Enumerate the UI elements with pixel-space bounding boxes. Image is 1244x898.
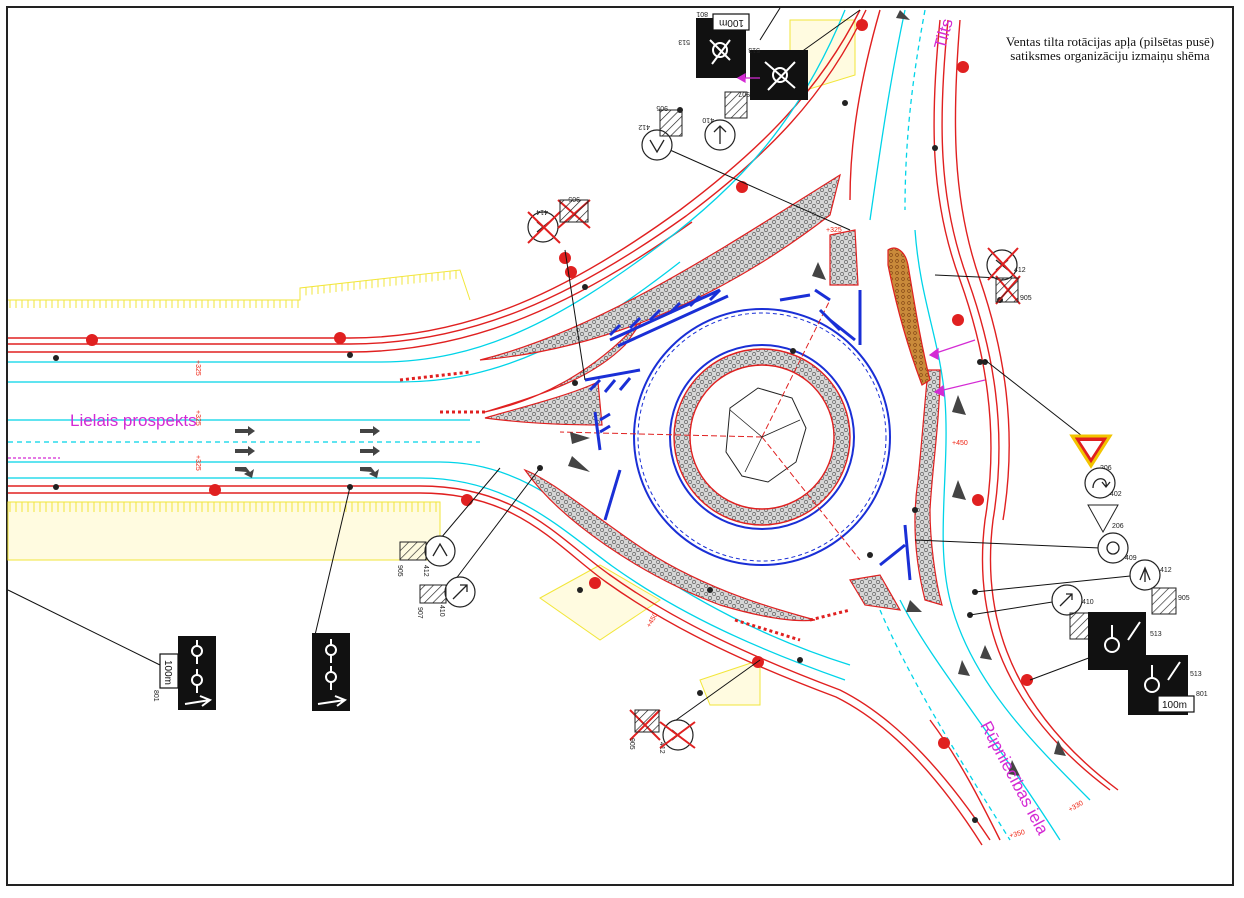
sign-code-410-c: 410 <box>702 116 714 123</box>
chainage-south: +450 <box>646 612 660 629</box>
give-way-sign-plain: 206 <box>1087 504 1124 534</box>
give-way-sign: 206 <box>1069 434 1113 472</box>
sign-post-dot <box>972 817 978 823</box>
sign-post-dot <box>842 100 848 106</box>
distance-plate-north: 100m <box>719 17 744 28</box>
sign-code-905-a: 905 <box>396 565 403 577</box>
circular-sign-codes: 402 409 412 410 412 410 412 410 414 412 … <box>422 116 1172 754</box>
sign-code-513-b: 513 <box>748 46 760 53</box>
callout-dot <box>952 314 964 326</box>
chainage-west-2: +325 <box>194 410 201 426</box>
sign-code-412-d: 412 <box>1014 267 1026 274</box>
sign-code-412-b: 412 <box>422 565 429 577</box>
sign-code-206-b: 206 <box>1112 523 1124 530</box>
sign-post-dot <box>572 380 578 386</box>
sign-code-409: 409 <box>1125 555 1137 562</box>
sign-code-412-c: 412 <box>638 123 650 130</box>
sign-code-412-a: 412 <box>1160 567 1172 574</box>
callout-dot <box>972 494 984 506</box>
callout-dot <box>559 252 571 264</box>
magenta-pointers <box>736 72 986 397</box>
chevron-edges <box>399 370 851 642</box>
chainage-west: +325 <box>194 360 201 376</box>
sign-post-dot <box>912 507 918 513</box>
sign-post-dot <box>697 690 703 696</box>
sign-code-513-a: 513 <box>678 38 690 45</box>
sign-post-dot <box>790 348 796 354</box>
sign-code-801-b: 801 <box>696 10 708 17</box>
sign-post-dot <box>53 355 59 361</box>
sign-code-513-c: 513 <box>1150 631 1162 638</box>
sign-post-dot <box>797 657 803 663</box>
chainage-se: +350 <box>1009 829 1026 840</box>
callout-dot <box>938 737 950 749</box>
sign-post-dot <box>867 552 873 558</box>
lane-arrows <box>235 10 1066 776</box>
callout-dots <box>86 19 1033 749</box>
roundabout <box>559 299 891 566</box>
callout-dot <box>589 577 601 589</box>
lane-lines <box>8 9 1091 841</box>
sign-post-dot <box>707 587 713 593</box>
sign-code-905-c: 905 <box>656 104 668 111</box>
sign-post-dot <box>932 145 938 151</box>
street-label-north: Tilts <box>931 17 957 51</box>
sign-code-905-b: 905 <box>1178 595 1190 602</box>
sign-code-905-f: 905 <box>628 738 635 750</box>
sign-code-414: 414 <box>536 208 548 215</box>
chainage-west-3: +325 <box>194 455 201 471</box>
sign-code-801-a: 801 <box>152 690 159 702</box>
sign-code-907-a: 907 <box>416 607 423 619</box>
distance-plate-west: 100m <box>162 660 173 685</box>
sign-post-dot <box>347 352 353 358</box>
caption-line-2: satiksmes organizāciju izmaiņu shēma <box>1010 48 1210 63</box>
callout-dot <box>209 484 221 496</box>
street-label-southeast: Rūpniecības iela <box>976 718 1052 838</box>
sign-post-dot <box>53 484 59 490</box>
sign-code-513-d: 513 <box>1190 671 1202 678</box>
caption-line-1: Ventas tilta rotācijas apļa (pilsētas pu… <box>1006 34 1214 49</box>
callout-dot <box>334 332 346 344</box>
road-edges <box>8 9 1119 846</box>
chainage-east: +450 <box>952 440 968 447</box>
sign-code-206-a: 206 <box>1100 465 1112 472</box>
sign-code-410-a: 410 <box>1082 599 1094 606</box>
sign-code-402: 402 <box>1110 491 1122 498</box>
callout-dot <box>856 19 868 31</box>
blue-hatch-markings <box>584 288 912 581</box>
sign-code-905-d: 905 <box>568 195 580 202</box>
callout-dot <box>736 181 748 193</box>
hatched-plates <box>399 91 1177 733</box>
sign-post-dot <box>582 284 588 290</box>
sign-post-dot <box>982 359 988 365</box>
distance-plate-southeast: 100m <box>1162 700 1187 711</box>
chainage-se-2: +330 <box>1068 800 1085 814</box>
sign-code-801-c: 801 <box>1196 691 1208 698</box>
callout-dot <box>957 61 969 73</box>
sign-post-dot <box>977 359 983 365</box>
sidewalk-zones <box>7 19 856 706</box>
callout-dot <box>565 266 577 278</box>
splitter-islands <box>479 173 943 622</box>
sign-code-907-c: 907 <box>738 90 750 97</box>
callout-dot <box>1021 674 1033 686</box>
sign-code-905-e: 905 <box>1020 295 1032 302</box>
street-label-west: Lielais prospekts <box>70 411 197 430</box>
direction-signs: 513 513 513 513 <box>178 18 1202 715</box>
sign-code-410-b: 410 <box>438 605 445 617</box>
callout-dot <box>86 334 98 346</box>
distance-plates: 100m 801 100m 801 100m 801 <box>152 10 1208 713</box>
callout-dot <box>461 494 473 506</box>
chainage-n: +325 <box>826 227 842 234</box>
drawing-frame <box>6 6 1234 886</box>
sign-post-dot <box>577 587 583 593</box>
leader-lines <box>7 7 1141 729</box>
